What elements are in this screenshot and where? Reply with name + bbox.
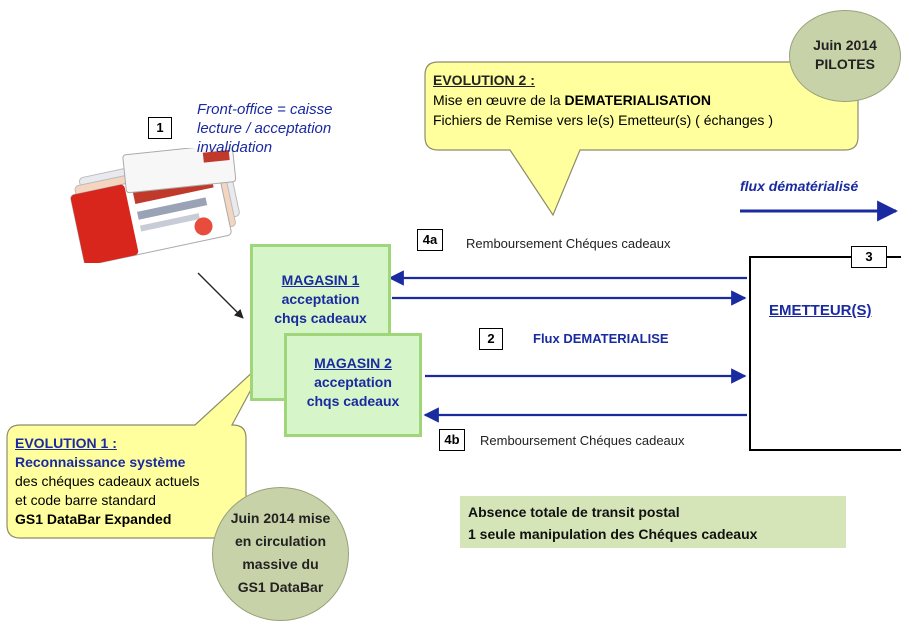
pilot-badge-line2: PILOTES	[815, 56, 875, 72]
evolution1-title: EVOLUTION 1 :	[15, 435, 117, 451]
magasin2-title: MAGASIN 2	[314, 355, 392, 371]
massive-badge-line4: GS1 DataBar	[237, 579, 324, 595]
massive-badge-line3: massive du	[242, 556, 319, 572]
emetteur-title: EMETTEUR(S)	[769, 302, 872, 319]
absence-line2: 1 seule manipulation des Chéques cadeaux	[468, 526, 758, 542]
evolution1-line2: des chéques cadeaux actuels	[15, 473, 200, 489]
evolution1-line3: et code barre standard	[15, 492, 156, 508]
massive-badge-line1: Juin 2014 mise	[230, 510, 331, 526]
front-office-line1: Front-office = caisse	[197, 101, 333, 118]
evolution2-line1: Mise en œuvre de la DEMATERIALISATION	[433, 90, 773, 110]
pilot-badge-line1: Juin 2014	[813, 37, 877, 53]
gift-cheques-image	[58, 143, 253, 266]
step-2-badge: 2	[479, 328, 503, 350]
front-office-line3: invalidation	[197, 139, 273, 156]
evolution1-line4: GS1 DataBar Expanded	[15, 511, 172, 527]
front-office-label: Front-office = caisse lecture / acceptat…	[197, 100, 332, 157]
magasin1-line1: acceptation	[281, 291, 360, 307]
step-3-badge: 3	[851, 246, 887, 268]
flux-demat-label: flux dématérialisé	[740, 178, 859, 194]
evolution2-line1-prefix: Mise en œuvre de la	[433, 92, 565, 108]
evolution2-text: EVOLUTION 2 : Mise en œuvre de la DEMATE…	[433, 70, 773, 130]
front-office-arrow	[197, 272, 244, 319]
magasin1-title: MAGASIN 1	[281, 272, 360, 288]
pilot-badge: Juin 2014 PILOTES	[789, 10, 901, 102]
evolution2-line1-bold: DEMATERIALISATION	[564, 92, 711, 108]
front-office-line2: lecture / acceptation	[197, 120, 332, 137]
massive-badge-line2: en circulation	[234, 533, 327, 549]
flux-demat-middle-label: Flux DEMATERIALISE	[533, 331, 669, 346]
step-4a-badge: 4a	[417, 229, 443, 251]
remb-bottom-label: Remboursement Chéques cadeaux	[480, 433, 685, 448]
absence-note: Absence totale de transit postal 1 seule…	[460, 496, 846, 548]
magasin2-box: MAGASIN 2 acceptation chqs cadeaux	[284, 333, 422, 437]
evolution1-text: EVOLUTION 1 : Reconnaissance système des…	[15, 434, 199, 529]
massive-badge: Juin 2014 mise en circulation massive du…	[212, 487, 349, 621]
absence-line1: Absence totale de transit postal	[468, 504, 680, 520]
step-1-badge: 1	[148, 117, 172, 139]
evolution1-line1: Reconnaissance système	[15, 454, 186, 470]
magasin2-line2: chqs cadeaux	[306, 393, 400, 409]
magasin2-line1: acceptation	[314, 374, 392, 390]
remb-top-label: Remboursement Chéques cadeaux	[466, 236, 671, 251]
magasin1-line2: chqs cadeaux	[274, 310, 367, 326]
step-4b-badge: 4b	[439, 429, 465, 451]
evolution2-title: EVOLUTION 2 :	[433, 72, 535, 88]
evolution2-line2: Fichiers de Remise vers le(s) Emetteur(s…	[433, 112, 773, 128]
emetteur-box: EMETTEUR(S)	[749, 256, 901, 451]
